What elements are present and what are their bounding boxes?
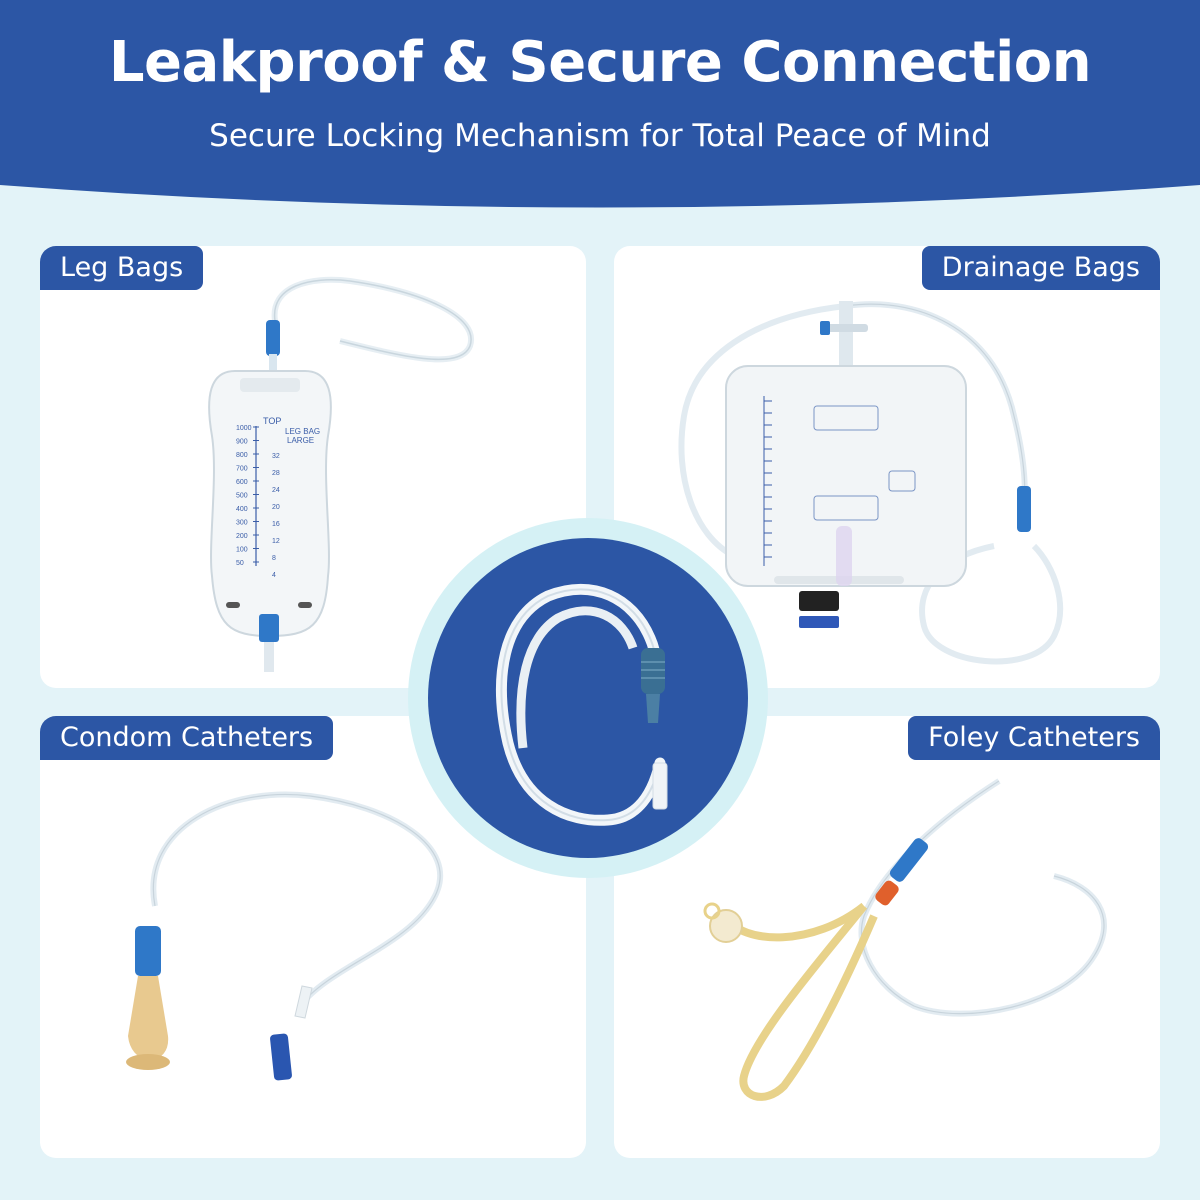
ml-scale-label: 400 bbox=[236, 506, 248, 513]
ml-scale-label: 800 bbox=[236, 452, 248, 459]
drainage-bag-image bbox=[678, 301, 1064, 665]
page-title: Leakproof & Secure Connection bbox=[108, 30, 1092, 95]
oz-scale-label: 4 bbox=[272, 572, 276, 579]
leg-bag-title-2: LARGE bbox=[287, 436, 314, 445]
oz-scale-label: 32 bbox=[272, 453, 280, 460]
center-feature-circle bbox=[428, 538, 748, 858]
oz-scale-label: 24 bbox=[272, 487, 280, 494]
ml-scale-label: 50 bbox=[236, 560, 244, 567]
catheter-extension-tube-icon bbox=[496, 583, 668, 826]
ml-scale-label: 300 bbox=[236, 520, 248, 527]
header-banner bbox=[0, 0, 1200, 208]
tag-foley-catheters: Foley Catheters bbox=[908, 716, 1160, 760]
tag-condom-catheters: Condom Catheters bbox=[40, 716, 334, 760]
condom-catheter-image bbox=[126, 791, 444, 1081]
ml-scale-label: 600 bbox=[236, 479, 248, 486]
oz-scale-label: 12 bbox=[272, 538, 280, 545]
leg-bag-image: TOP LEG BAG LARGE 1000 900 800 700 600 500 400… bbox=[208, 276, 475, 672]
oz-scale-label: 28 bbox=[272, 470, 280, 477]
foley-catheter-image bbox=[703, 778, 1107, 1101]
oz-scale-label: 8 bbox=[272, 555, 276, 562]
ml-scale-label: 100 bbox=[236, 547, 248, 554]
ml-scale-label: 900 bbox=[236, 439, 248, 446]
tag-leg-bags: Leg Bags bbox=[40, 246, 204, 290]
oz-scale-label: 16 bbox=[272, 521, 280, 528]
ml-scale-label: 500 bbox=[236, 493, 248, 500]
ml-scale-label: 1000 bbox=[236, 425, 252, 432]
page-subtitle: Secure Locking Mechanism for Total Peace… bbox=[209, 118, 991, 154]
oz-scale-label: 20 bbox=[272, 504, 280, 511]
ml-scale-label: 200 bbox=[236, 533, 248, 540]
leg-bag-title-1: LEG BAG bbox=[285, 427, 320, 436]
leg-bag-top-label: TOP bbox=[263, 416, 281, 426]
tag-drainage-bags: Drainage Bags bbox=[921, 246, 1160, 290]
ml-scale-label: 700 bbox=[236, 466, 248, 473]
